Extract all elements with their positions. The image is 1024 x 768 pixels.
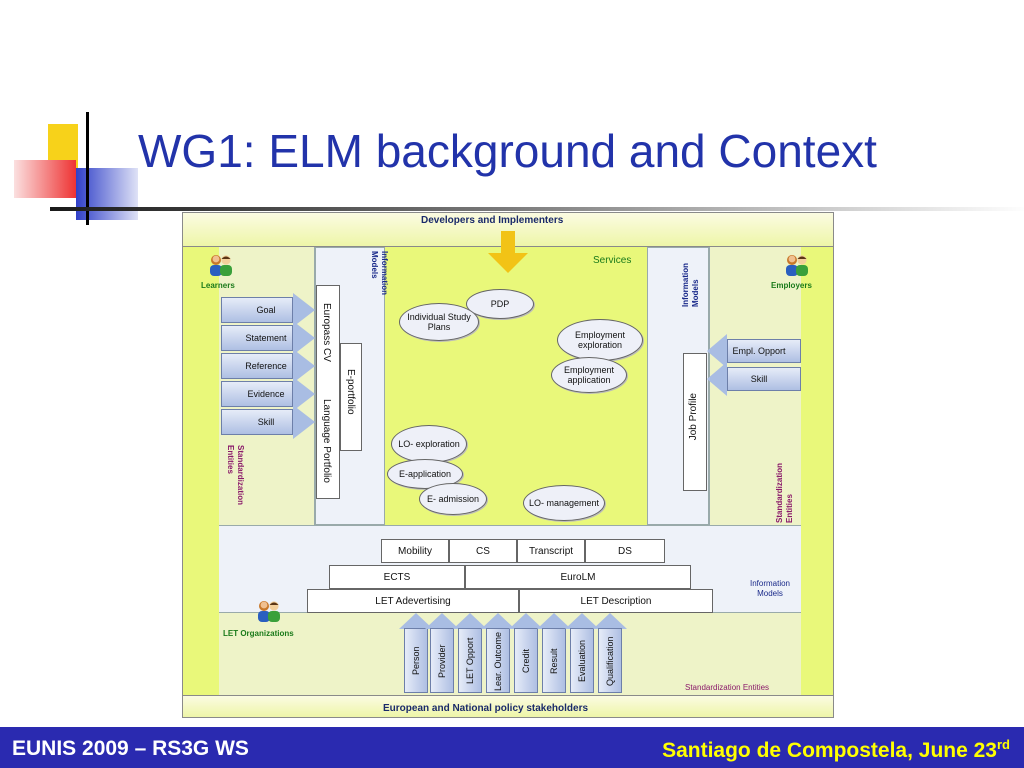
slide-title: WG1: ELM background and Context — [138, 125, 877, 177]
credit-up-arrow: Credit — [509, 613, 543, 693]
employment-application-ellipse: Employment application — [551, 357, 627, 393]
lear-outcome-up-arrow-label: Lear. Outcome — [493, 631, 503, 691]
evaluation-up-arrow: Evaluation — [565, 613, 599, 693]
title-underline — [50, 207, 1024, 211]
top-band-label: Developers and Implementers — [421, 215, 564, 226]
let-opport-up-arrow: LET Opport — [453, 613, 487, 693]
services-label: Services — [593, 255, 632, 266]
statement-arrow-label: Statement — [245, 333, 287, 343]
goal-arrow-label: Goal — [256, 305, 276, 315]
let-advertising-box: LET Adevertising — [307, 589, 519, 613]
footer-bar — [0, 727, 1024, 768]
skill-arrow-right: Skill — [707, 362, 801, 396]
evaluation-up-arrow-label: Evaluation — [577, 639, 587, 683]
lear-outcome-up-arrow: Lear. Outcome — [481, 613, 515, 693]
person-up-arrow-label: Person — [411, 646, 421, 676]
bottom-std-entities-label: Standardization Entities — [685, 683, 770, 692]
footer-right-main: Santiago de Compostela, June 23 — [662, 739, 997, 762]
empl-opport-arrow-label: Empl. Opport — [732, 346, 786, 356]
result-up-arrow-label: Result — [549, 648, 559, 674]
right-std-entities-label: Standardization Entities — [775, 462, 794, 523]
left-std-entities-label: Standardization Entities — [226, 445, 245, 506]
elm-context-diagram: Developers and Implementers Information … — [182, 212, 834, 718]
job-profile-label: Job Profile — [688, 393, 699, 441]
learners-label: Learners — [201, 281, 235, 290]
footer-right-text: Santiago de Compostela, June 23rd — [662, 737, 1010, 763]
job-profile-box — [683, 353, 707, 491]
skill-arrow-left-label: Skill — [257, 417, 275, 427]
footer-left-text: EUNIS 2009 – RS3G WS — [12, 737, 249, 760]
evidence-arrow-label: Evidence — [247, 389, 285, 399]
individual-study-plans-ellipse: Individual Study Plans — [399, 303, 479, 341]
bottom-info-models-label: Information Models — [749, 579, 791, 598]
language-portfolio-label: Language Portfolio — [321, 399, 332, 483]
e-portfolio-label: E-portfolio — [345, 369, 356, 415]
europass-cv-box — [316, 285, 340, 499]
ds-box: DS — [585, 539, 665, 563]
reference-arrow-label: Reference — [245, 361, 287, 371]
let-opport-up-arrow-label: LET Opport — [465, 637, 475, 685]
skill-arrow-left: Skill — [221, 405, 315, 439]
qualification-up-arrow-label: Qualification — [605, 636, 615, 686]
deco-vertical-line — [86, 112, 89, 225]
e-portfolio-box — [340, 343, 362, 451]
right-info-models-label: Information Models — [681, 263, 700, 307]
credit-up-arrow-label: Credit — [521, 649, 531, 674]
left-info-models-label: Information Models — [370, 251, 389, 295]
lo-exploration-ellipse: LO- exploration — [391, 425, 467, 463]
goal-arrow: Goal — [221, 293, 315, 327]
qualification-up-arrow: Qualification — [593, 613, 627, 693]
person-up-arrow: Person — [399, 613, 433, 693]
down-arrow-icon — [488, 231, 528, 273]
employers-label: Employers — [771, 281, 812, 290]
employers-people-icon — [786, 255, 808, 276]
learners-people-icon — [210, 255, 232, 276]
bottom-band — [183, 695, 833, 717]
statement-arrow: Statement — [221, 321, 315, 355]
empl-opport-arrow: Empl. Opport — [707, 334, 801, 368]
result-up-arrow: Result — [537, 613, 571, 693]
cs-box: CS — [449, 539, 517, 563]
skill-arrow-right-label: Skill — [750, 374, 768, 384]
let-description-box: LET Description — [519, 589, 713, 613]
deco-red-square — [14, 160, 76, 198]
footer-right-sup: rd — [997, 737, 1010, 752]
bottom-band-label: European and National policy stakeholder… — [383, 703, 589, 714]
lo-management-ellipse: LO- management — [523, 485, 605, 521]
provider-up-arrow: Provider — [425, 613, 459, 693]
eurolm-box: EuroLM — [465, 565, 691, 589]
provider-up-arrow-label: Provider — [437, 644, 447, 678]
e-admission-ellipse: E- admission — [419, 483, 487, 515]
mobility-box: Mobility — [381, 539, 449, 563]
evidence-arrow: Evidence — [221, 377, 315, 411]
transcript-box: Transcript — [517, 539, 585, 563]
europass-cv-label: Europass CV — [321, 303, 332, 362]
pdp-ellipse: PDP — [466, 289, 534, 319]
let-orgs-people-icon — [258, 601, 280, 622]
employment-exploration-ellipse: Employment exploration — [557, 319, 643, 361]
let-orgs-label: LET Organizations — [223, 629, 294, 638]
ects-box: ECTS — [329, 565, 465, 589]
reference-arrow: Reference — [221, 349, 315, 383]
